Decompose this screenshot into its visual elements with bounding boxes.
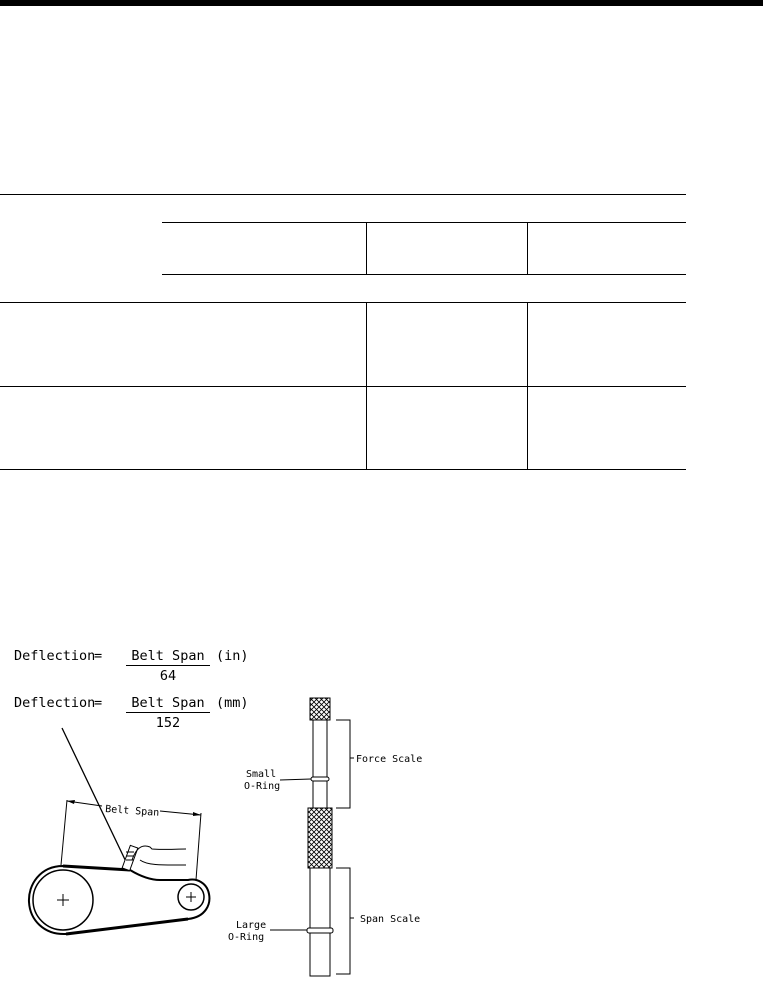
formula-equals: = <box>94 648 103 664</box>
force-scale-label: Force Scale <box>356 754 422 765</box>
belt-tension-gauge-illustration: Force Scale Span Scale Small O-Ring Larg… <box>228 697 422 977</box>
formula-numerator: Belt Span <box>126 648 210 666</box>
table-subheader-divider <box>162 274 686 275</box>
formula-lhs: Deflection <box>14 648 96 664</box>
belt-span-label: Belt Span <box>105 804 160 819</box>
formula-equals: = <box>94 695 103 711</box>
table-header-divider <box>162 222 686 223</box>
top-knurled-cap <box>309 697 331 721</box>
table-top-border <box>0 194 686 195</box>
table-col-divider-2-top <box>527 222 528 275</box>
force-scale-bracket <box>336 719 351 809</box>
span-extension-right <box>195 812 202 881</box>
belt-pulley-illustration: Belt Span <box>27 727 211 936</box>
formula-denominator: 152 <box>155 715 181 731</box>
formula-lhs: Deflection <box>14 695 96 711</box>
formula-fraction: Belt Span 152 <box>126 695 210 731</box>
leader-line <box>61 727 131 871</box>
span-scale-shaft <box>309 867 331 977</box>
formula-unit: (in) <box>216 648 249 664</box>
formula-denominator: 64 <box>159 668 177 684</box>
span-scale-bracket <box>336 867 351 975</box>
page-top-rule <box>0 0 763 6</box>
span-extension-left <box>60 799 68 866</box>
small-o-ring <box>310 776 330 782</box>
formula-unit: (mm) <box>216 695 249 711</box>
hand-drawing <box>131 845 187 866</box>
deflection-formula-mm: Deflection = Belt Span 152 (mm) <box>14 695 249 731</box>
large-o-ring-label-line2: O-Ring <box>228 932 264 943</box>
table-header-bottom <box>0 302 686 303</box>
large-o-ring-label-line1: Large <box>236 920 266 931</box>
belt-outline <box>27 864 211 936</box>
small-o-ring-leader <box>279 778 312 781</box>
knurled-body <box>307 807 333 869</box>
belt-top-span <box>62 864 131 872</box>
table-col-divider-1-top <box>366 222 367 275</box>
table-col-divider-1-body <box>366 302 367 470</box>
force-scale-shaft <box>312 719 328 809</box>
formula-numerator: Belt Span <box>126 695 210 713</box>
large-o-ring <box>306 927 334 934</box>
formula-fraction: Belt Span 64 <box>126 648 210 684</box>
deflection-formula-inches: Deflection = Belt Span 64 (in) <box>14 648 249 684</box>
small-o-ring-label-line1: Small <box>246 769 276 780</box>
table-col-divider-2-body <box>527 302 528 470</box>
dimension-arrow-right <box>193 812 201 816</box>
small-o-ring-label-line2: O-Ring <box>244 781 280 792</box>
span-scale-label: Span Scale <box>360 914 420 925</box>
belt-bottom-span <box>65 917 189 936</box>
table-bottom-border <box>0 469 686 470</box>
table-row-divider <box>0 386 686 387</box>
dimension-arrow-left <box>67 800 75 804</box>
